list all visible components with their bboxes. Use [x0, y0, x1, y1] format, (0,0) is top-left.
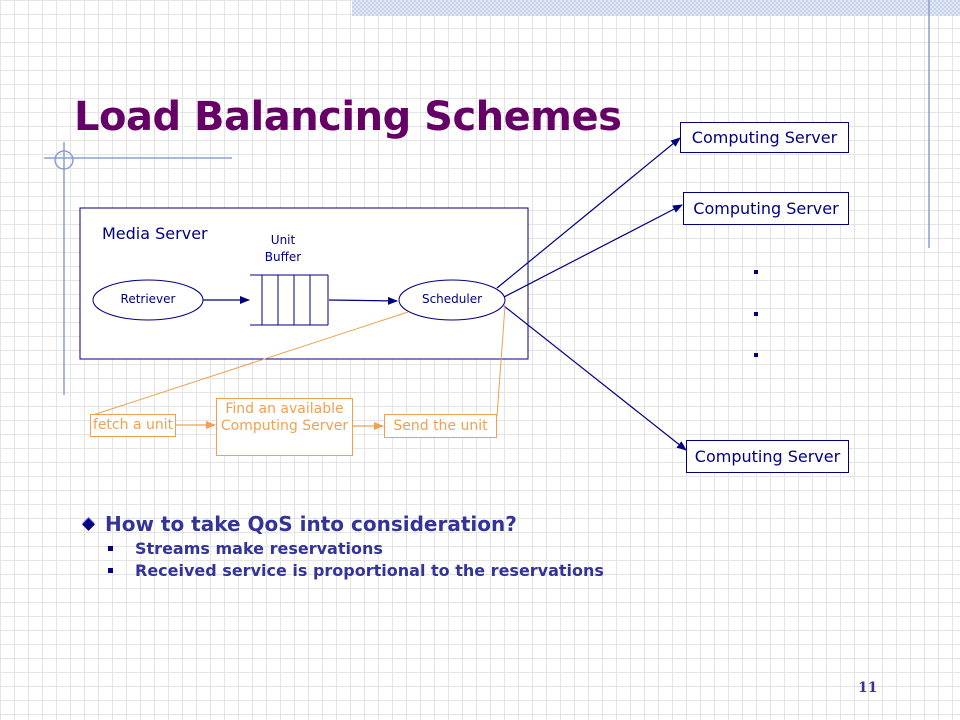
step-send-unit: Send the unit [384, 414, 497, 438]
unit-buffer-icon [250, 274, 329, 326]
bullet-sub-text: Streams make reservations [135, 539, 383, 558]
arrow-scheduler-server-1 [496, 137, 681, 289]
square-bullet-icon [108, 546, 113, 551]
step-fetch-unit: fetch a unit [90, 414, 176, 437]
bullet-sub: Streams make reservations [108, 539, 604, 558]
page-number: 11 [858, 680, 878, 696]
bullet-list: How to take QoS into consideration? Stre… [82, 512, 604, 580]
unit-buffer-label: Unit Buffer [263, 232, 303, 266]
buffer-label: Buffer [264, 250, 302, 264]
bullet-main: How to take QoS into consideration? [82, 512, 604, 536]
scheduler-label: Scheduler [421, 292, 483, 306]
media-server-label: Media Server [102, 224, 208, 243]
computing-server-2: Computing Server [683, 192, 849, 225]
arrow-scheduler-server-2 [503, 204, 683, 298]
bullet-sub-text: Received service is proportional to the … [135, 561, 604, 580]
arrow-scheduler-server-3 [503, 305, 687, 451]
crosshair-decoration [44, 142, 232, 395]
diamond-bullet-icon [82, 517, 95, 531]
orange-line-send [496, 305, 506, 417]
computing-server-3: Computing Server [686, 440, 849, 473]
ellipsis-dot [754, 353, 758, 357]
ellipsis-dot [754, 270, 758, 274]
arrow-buffer-scheduler [328, 296, 398, 305]
bullet-sub: Received service is proportional to the … [108, 561, 604, 580]
unit-label: Unit [270, 233, 296, 247]
scheduler-ellipse [398, 279, 506, 321]
orange-line-fetch [89, 311, 409, 417]
step-find-server: Find an available Computing Server [216, 398, 353, 456]
ellipsis-dot [754, 312, 758, 316]
page-title: Load Balancing Schemes [74, 94, 622, 140]
computing-server-1: Computing Server [680, 122, 849, 153]
retriever-label: Retriever [120, 292, 176, 306]
square-bullet-icon [108, 568, 113, 573]
bullet-main-text: How to take QoS into consideration? [105, 512, 517, 536]
top-decorative-strip [352, 0, 960, 16]
